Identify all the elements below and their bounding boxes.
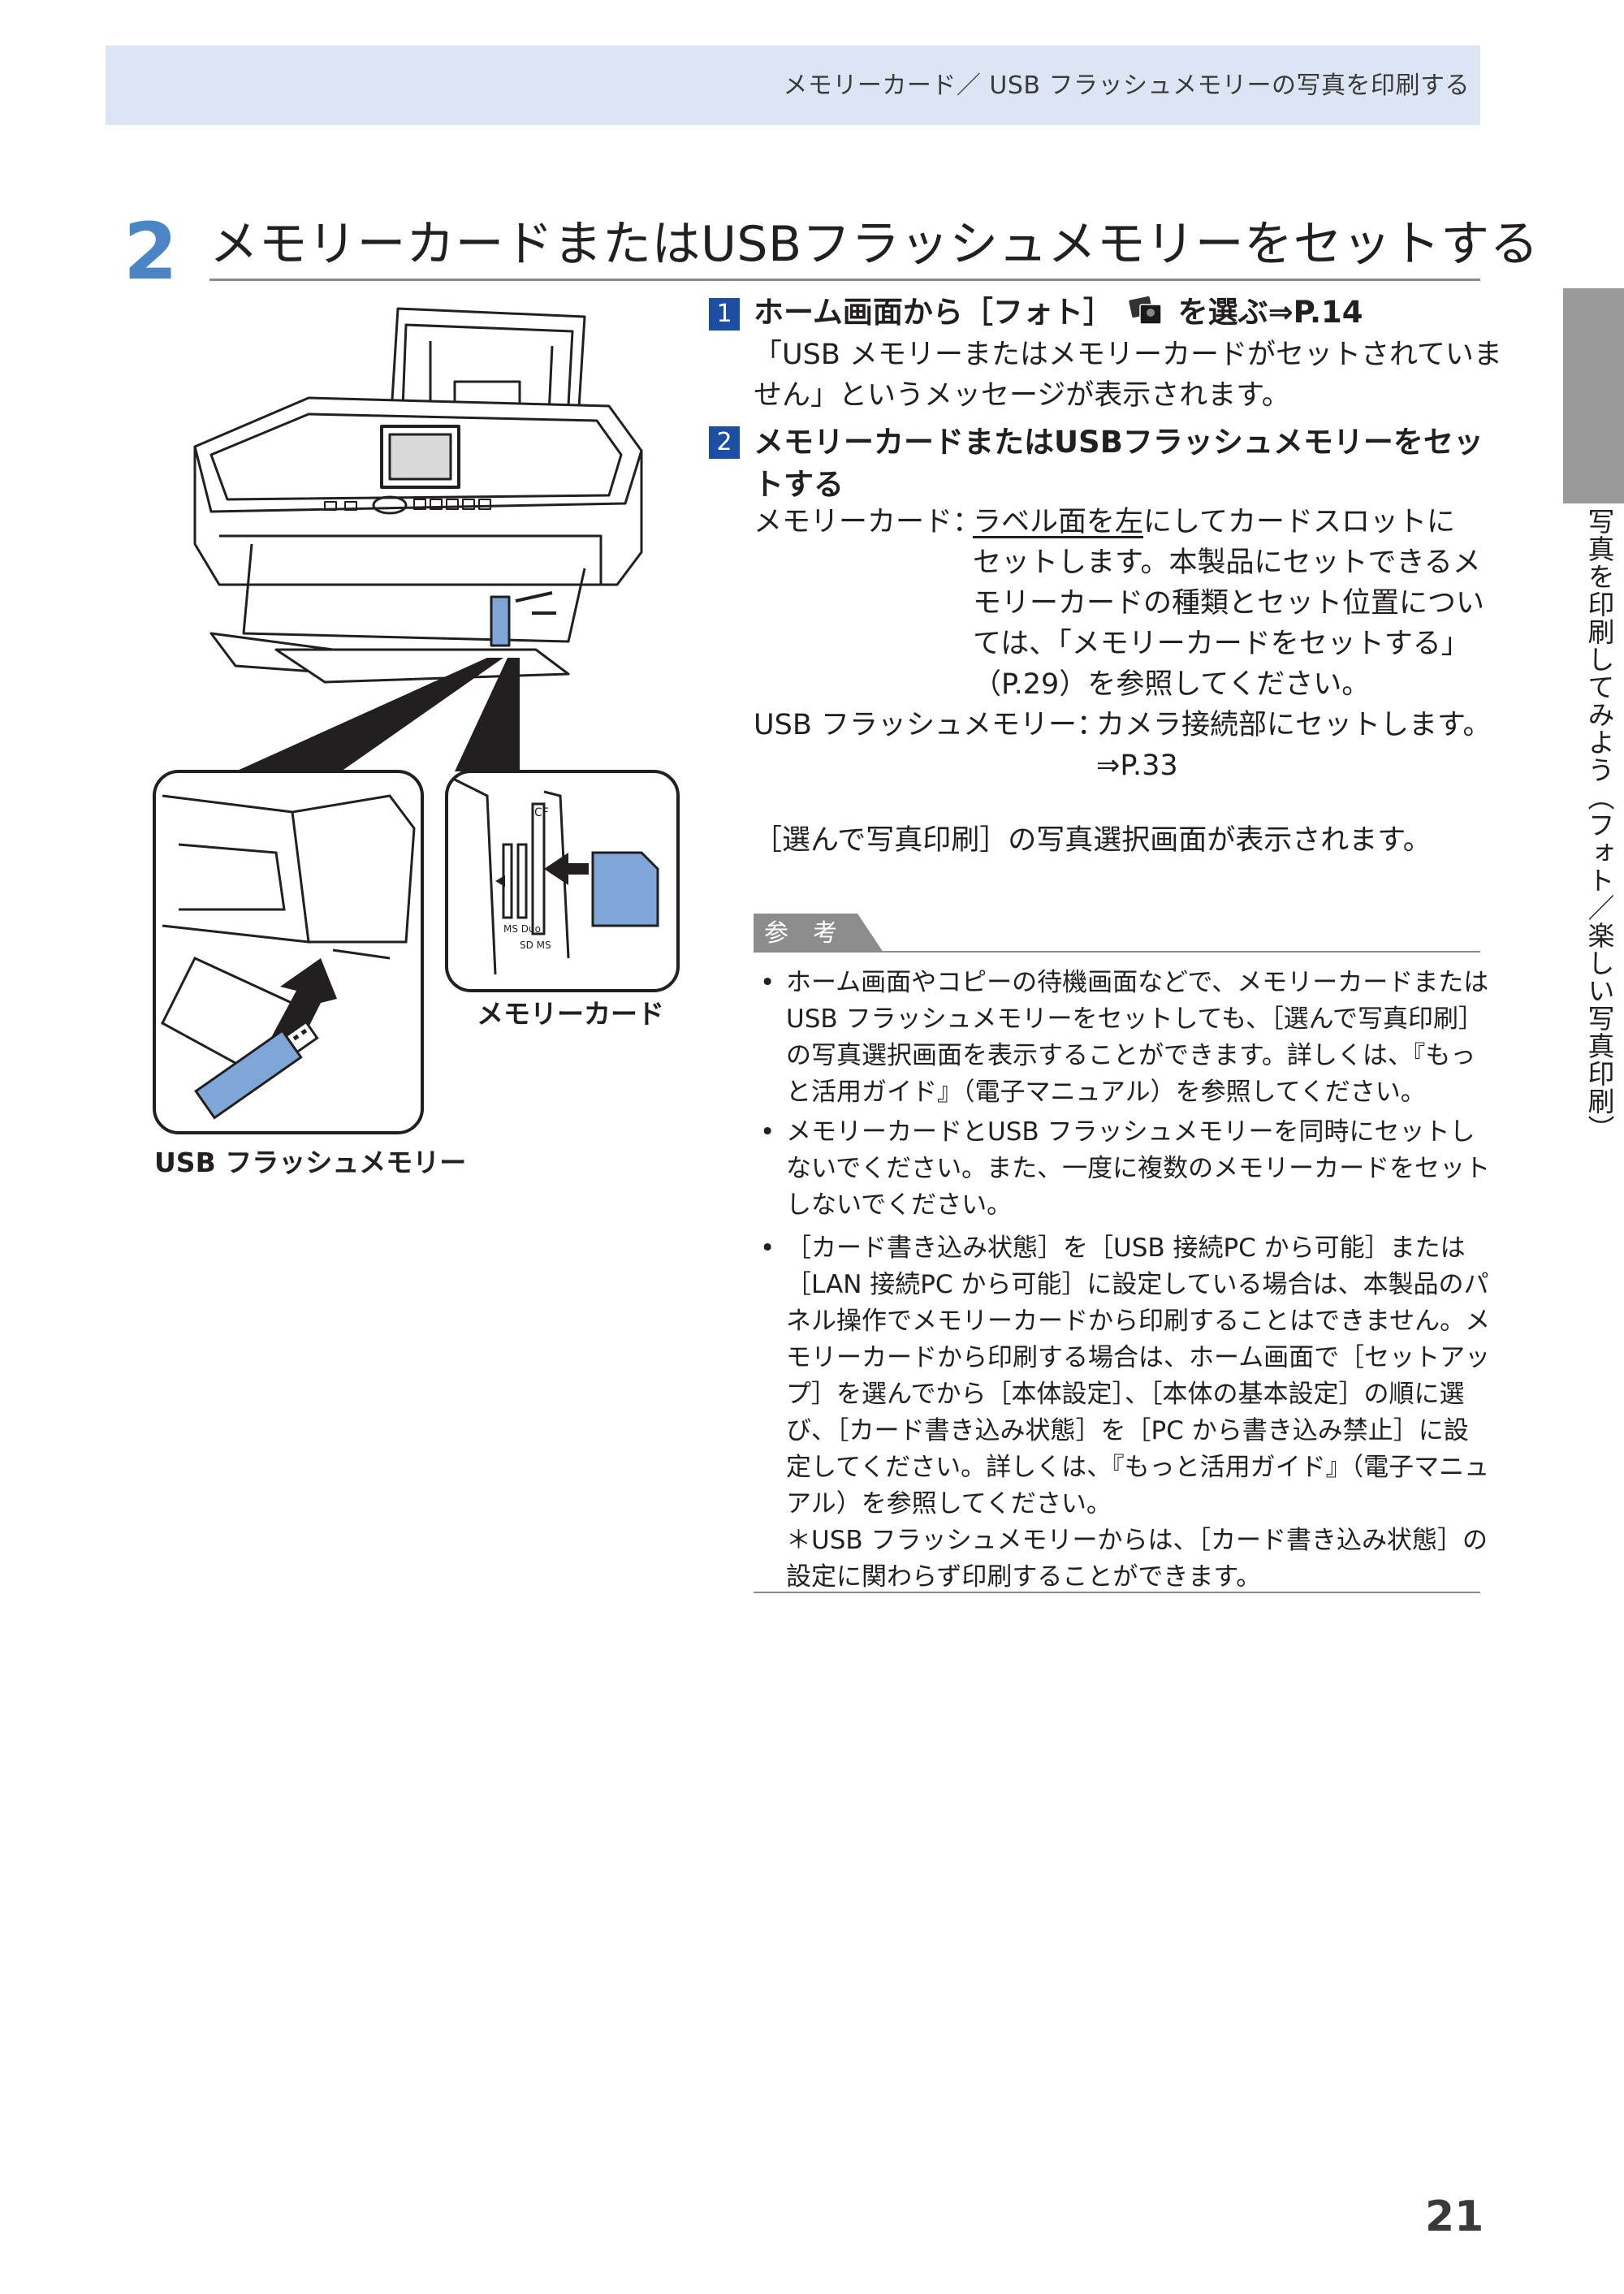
memory-card-label: メモリーカード：	[754, 506, 982, 538]
substep-2-title-line1: メモリーカードまたはUSBフラッシュメモリーをセッ	[754, 425, 1484, 460]
substep-1-number: 1	[709, 298, 740, 330]
memory-card-line3: モリーカードの種類とセット位置につい	[973, 587, 1485, 620]
memory-card-line1-rest: にしてカードスロットに	[1143, 506, 1455, 538]
note-bullet: • メモリーカードとUSB フラッシュメモリーを同時にセットしないでください。また…	[760, 1114, 1491, 1224]
note-bullet-line: ホーム画面やコピーの待機画面などで、メモリーカードまたは	[786, 968, 1489, 997]
note-bullet-line: ないでください。また、一度に複数のメモリーカードをセット	[786, 1154, 1491, 1183]
step-divider	[209, 279, 1480, 281]
note-bullet: • ［カード書き込み状態］を［USB 接続PC から可能］または ［LAN 接続PC…	[760, 1230, 1491, 1596]
note-bullet-line: と活用ガイド』（電子マニュアル）を参照してください。	[786, 1078, 1426, 1107]
step-title: メモリーカードまたはUSBフラッシュメモリーをセットする	[209, 216, 1540, 273]
note-bullet: • ホーム画面やコピーの待機画面などで、メモリーカードまたは USB フラッシュメモ…	[760, 965, 1489, 1111]
note-tag: 参 考	[754, 914, 883, 953]
note-bullet-line: プ］を選んでから［本体設定］、［本体の基本設定］の順に選	[786, 1380, 1465, 1409]
photo-icon	[1129, 296, 1162, 325]
breadcrumb: メモリーカード／ USB フラッシュメモリーの写真を印刷する	[783, 71, 1470, 100]
note-bullet-line: アル）を参照してください。	[786, 1489, 1112, 1519]
step-number: 2	[123, 206, 178, 297]
slot-cf-label: CF	[534, 806, 549, 819]
note-bullet-line: ［LAN 接続PC から可能］に設定している場合は、本製品のパ	[786, 1270, 1489, 1299]
slot-sd-ms-label: SD MS	[520, 940, 551, 951]
note-bullet-line: の写真選択画面を表示することができます。詳しくは、『もっ	[786, 1041, 1476, 1070]
usb-label: USB フラッシュメモリー：	[754, 709, 1105, 741]
substep-1-body-line2: せん」というメッセージが表示されます。	[754, 379, 1290, 412]
memory-card-line2: セットします。本製品にセットできるメ	[973, 546, 1481, 579]
substep-1-title-part2: を選ぶ⇒P.14	[1177, 295, 1363, 330]
side-tab	[1563, 288, 1624, 503]
page-number: 21	[1425, 2192, 1484, 2241]
note-bullet-line: モリーカードから印刷する場合は、ホーム画面で［セットアッ	[786, 1343, 1491, 1372]
substep-2-number: 2	[709, 426, 740, 459]
memory-card-figure-label: メモリーカード	[477, 998, 664, 1030]
note-bullet-line: 定してください。詳しくは、『もっと活用ガイド』（電子マニュ	[786, 1453, 1490, 1482]
bullet-dot-icon: •	[760, 1233, 775, 1263]
substep-2-title-line2: トする	[754, 467, 844, 502]
note-bullet-line: しないでください。	[786, 1190, 1013, 1220]
note-top-rule	[754, 951, 1480, 953]
note-bullet-line: ［カード書き込み状態］を［USB 接続PC から可能］または	[786, 1233, 1466, 1263]
usb-ref: ⇒P.33	[1096, 750, 1178, 782]
header-band	[106, 45, 1480, 125]
bullet-dot-icon: •	[760, 968, 775, 997]
substep-1-title-part1: ホーム画面から［フォト］	[754, 295, 1113, 330]
note-bullet-line: ネル操作でメモリーカードから印刷することはできません。メ	[786, 1307, 1491, 1336]
note-bottom-rule	[754, 1592, 1480, 1593]
note-bullet-line: ＊USB フラッシュメモリーからは、［カード書き込み状態］の	[786, 1526, 1488, 1555]
note-tag-label: 参 考	[764, 919, 837, 948]
memory-card-line4: ては、「メモリーカードをセットする」	[973, 628, 1470, 660]
note-bullet-line: USB フラッシュメモリーをセットしても、［選んで写真印刷］	[786, 1004, 1484, 1034]
result-text: ［選んで写真印刷］の写真選択画面が表示されます。	[754, 824, 1432, 857]
printer-illustration: CF MS Duo SD MS	[153, 307, 680, 1134]
substep-1-body-line1: 「USB メモリーまたはメモリーカードがセットされていま	[754, 339, 1502, 371]
side-tab-label: 写真を印刷してみよう（フォト／楽しい写真印刷）	[1583, 508, 1615, 1143]
memory-card-line5: （P.29）を参照してください。	[973, 668, 1371, 701]
note-bullet-line: 設定に関わらず印刷することができます。	[786, 1562, 1262, 1592]
substep-1-title: ホーム画面から［フォト］ を選ぶ⇒P.14	[754, 291, 1363, 335]
bullet-dot-icon: •	[760, 1117, 775, 1147]
slot-ms-duo-label: MS Duo	[503, 923, 541, 935]
note-bullet-line: メモリーカードとUSB フラッシュメモリーを同時にセットし	[786, 1117, 1475, 1147]
usb-text: カメラ接続部にセットします。	[1096, 709, 1492, 741]
note-bullet-line: び、［カード書き込み状態］を［PC から書き込み禁止］に設	[786, 1416, 1469, 1445]
memory-card-underlined: ラベル面を左	[973, 506, 1144, 538]
usb-figure-label: USB フラッシュメモリー	[154, 1147, 467, 1178]
memory-card-line1: ラベル面を左にしてカードスロットに	[973, 502, 1455, 542]
